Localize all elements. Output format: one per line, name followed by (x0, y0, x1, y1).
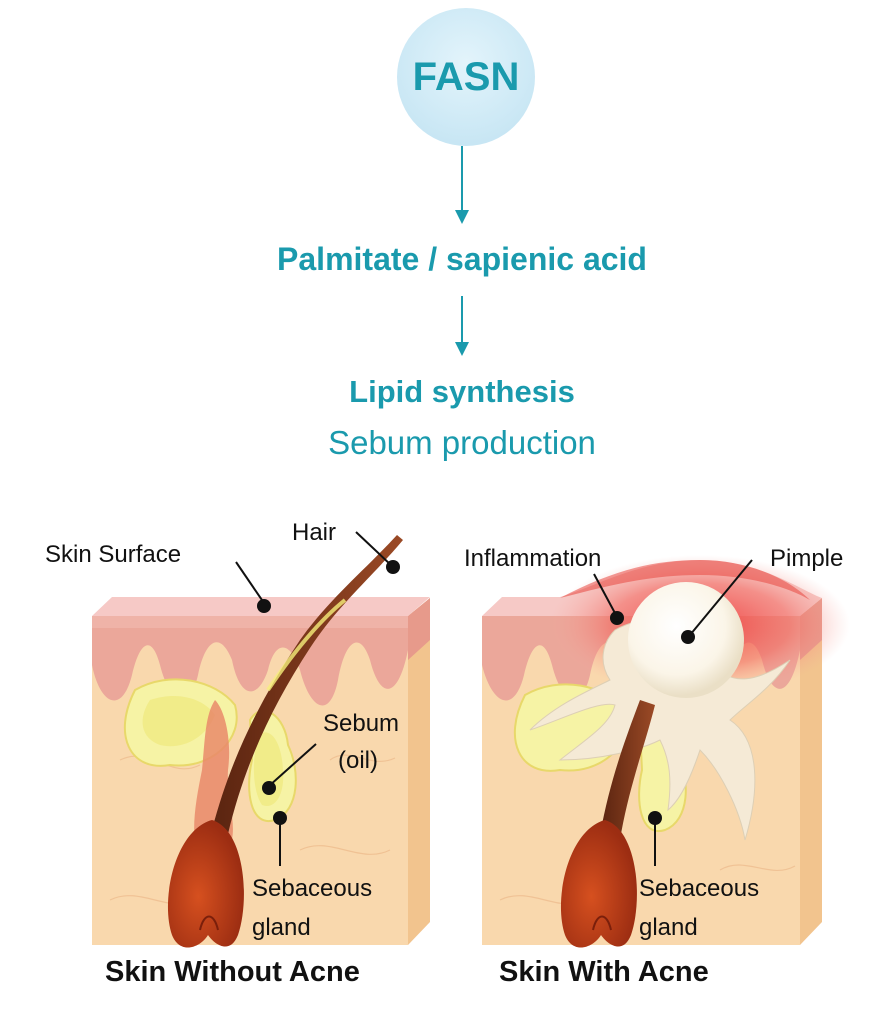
label-sebaceous-right: Sebaceous (639, 875, 759, 903)
label-pimple: Pimple (770, 545, 843, 573)
label-sebaceous-left: Sebaceous (252, 875, 372, 903)
step-sebum-production: Sebum production (0, 424, 886, 462)
label-inflammation: Inflammation (464, 545, 601, 573)
label-oil: (oil) (338, 747, 378, 775)
arrow-1 (455, 146, 469, 224)
label-sebum: Sebum (323, 710, 399, 738)
label-gland-left: gland (252, 914, 311, 942)
label-hair: Hair (292, 519, 336, 547)
caption-without-acne: Skin Without Acne (105, 956, 360, 989)
step-lipid-synthesis: Lipid synthesis (0, 374, 886, 410)
label-skin-surface: Skin Surface (45, 541, 181, 569)
step-palmitate: Palmitate / sapienic acid (0, 241, 886, 278)
arrow-2 (455, 296, 469, 356)
label-gland-right: gland (639, 914, 698, 942)
caption-with-acne: Skin With Acne (499, 956, 709, 989)
